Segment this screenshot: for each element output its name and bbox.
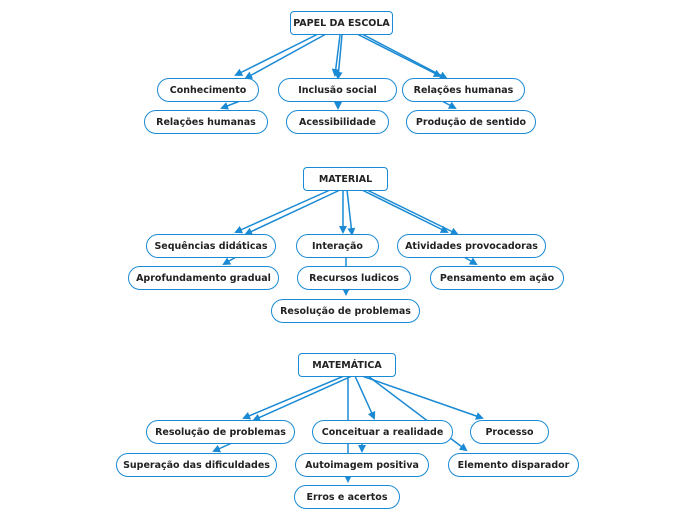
node-conceituar-a-realidade[interactable]: Conceituar a realidade <box>312 420 453 444</box>
connector-arrow <box>234 33 319 76</box>
connector-arrow <box>354 375 376 420</box>
connector-arrow <box>361 33 448 79</box>
connector-arrow <box>441 100 457 109</box>
connector-arrow <box>234 189 331 234</box>
connector-arrow <box>244 189 341 236</box>
connector-arrow <box>220 100 241 110</box>
node-resolucao-de-problemas-1[interactable]: Resolução de problemas <box>271 299 420 323</box>
connector-arrow <box>463 256 478 266</box>
node-autoimagem-positiva[interactable]: Autoimagem positiva <box>295 453 429 477</box>
node-processo[interactable]: Processo <box>470 420 549 444</box>
node-aprofundamento-gradual[interactable]: Aprofundamento gradual <box>128 266 279 290</box>
node-acessibilidade[interactable]: Acessibilidade <box>286 110 389 134</box>
connector-arrow <box>361 375 484 420</box>
node-elemento-disparador[interactable]: Elemento disparador <box>448 453 579 477</box>
connector-arrow <box>242 375 345 420</box>
root-node-papel-da-escola[interactable]: PAPEL DA ESCOLA <box>290 11 393 35</box>
root-node-material[interactable]: MATERIAL <box>303 167 388 191</box>
node-superacao-das-dificuldades[interactable]: Superação das dificuldades <box>116 453 277 477</box>
node-relacoes-humanas-1[interactable]: Relações humanas <box>402 78 525 102</box>
node-inclusao-social[interactable]: Inclusão social <box>278 78 397 102</box>
connector-arrow <box>356 33 442 77</box>
connector-arrow <box>222 256 237 266</box>
root-node-matematica[interactable]: MATEMÁTICA <box>298 353 396 377</box>
connector-arrow <box>212 442 233 453</box>
connector-arrow <box>331 34 341 77</box>
node-atividades-provocadoras[interactable]: Atividades provocadoras <box>397 234 546 258</box>
node-recursos-ludicos[interactable]: Recursos ludicos <box>297 266 411 290</box>
node-producao-de-sentido[interactable]: Produção de sentido <box>406 110 536 134</box>
node-resolucao-de-problemas-2[interactable]: Resolução de problemas <box>146 420 295 444</box>
node-conhecimento[interactable]: Conhecimento <box>157 78 259 102</box>
connector-arrow <box>244 33 327 79</box>
connector-arrow <box>366 189 459 235</box>
node-relacoes-humanas-2[interactable]: Relações humanas <box>144 110 268 134</box>
node-sequencias-didaticas[interactable]: Sequências didáticas <box>146 234 276 258</box>
connector-arrow <box>334 34 343 80</box>
connector-arrow <box>346 189 356 236</box>
node-interacao[interactable]: Interação <box>296 234 379 258</box>
connector-arrow <box>252 375 353 422</box>
node-erros-e-acertos[interactable]: Erros e acertos <box>294 485 400 509</box>
connector-arrow <box>361 189 449 233</box>
node-pensamento-em-acao[interactable]: Pensamento em ação <box>430 266 564 290</box>
